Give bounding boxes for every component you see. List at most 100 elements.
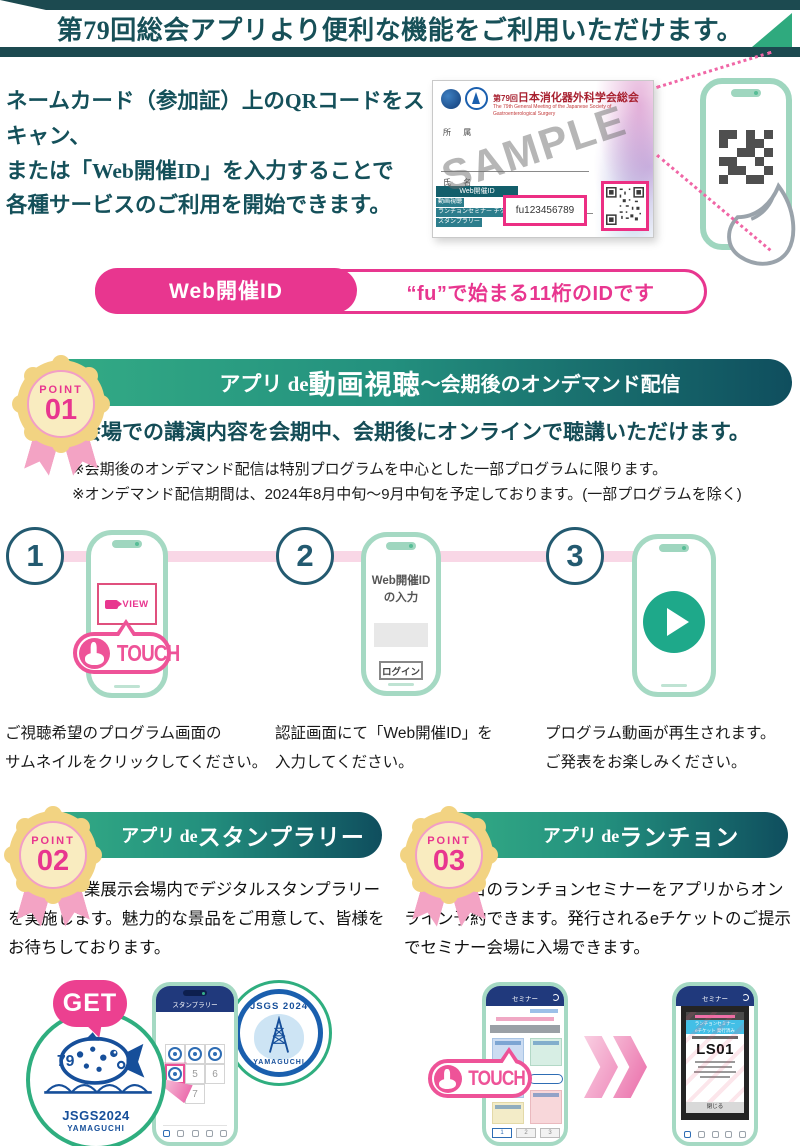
- badge-point-label: POINT: [39, 383, 83, 396]
- banner-text: アプリ de: [542, 826, 620, 846]
- stamp-cell-highlighted[interactable]: [165, 1064, 185, 1084]
- stamp-cell[interactable]: [205, 1044, 225, 1064]
- text-placeholder-bar: [699, 1076, 731, 1078]
- namecard-illustration: 第79回日本消化器外科学会総会 The 79th General Meeting…: [432, 80, 654, 238]
- search-icon[interactable]: [697, 1131, 705, 1138]
- webid-input-field[interactable]: [374, 623, 428, 647]
- banner-text: アプリ de: [219, 371, 309, 396]
- day-tabs: 1 2 3: [492, 1128, 560, 1138]
- touch-hand-icon: [79, 637, 110, 669]
- meeting-logo-icon: [465, 87, 488, 110]
- chevron-right-icon: [584, 1036, 618, 1098]
- step-number-2: 2: [276, 527, 334, 585]
- stamp-cell[interactable]: [185, 1044, 205, 1064]
- point2-body: 企業展示会場内でデジタルスタンプラリーを実施します。魅力的な景品をご用意して、皆…: [8, 881, 385, 957]
- schedule-icon[interactable]: [725, 1131, 733, 1138]
- badge-inner: POINT 01: [27, 370, 95, 438]
- touch-badge[interactable]: TOUCH: [73, 619, 180, 674]
- intro-line: または「Web開催ID」を入力することで: [6, 158, 394, 183]
- badge-point-label: POINT: [427, 834, 471, 847]
- badge-inner: POINT 03: [415, 821, 483, 889]
- close-button[interactable]: 閉じる: [686, 1102, 744, 1113]
- intro-line: ネームカード（参加証）上のQRコードをスキャン、: [6, 89, 425, 148]
- banner-text: アプリ de: [121, 826, 198, 846]
- card-title: 第79回日本消化器外科学会総会: [493, 89, 651, 105]
- webid-pill-label: Web開催ID: [95, 267, 357, 313]
- webid-pill-description: “fu”で始まる11桁のIDです: [406, 283, 655, 305]
- day-tab[interactable]: 2: [516, 1128, 536, 1138]
- jsgs-badge-bottom-text: YAMAGUCHI: [253, 1059, 305, 1066]
- header-band: 第79回総会アプリより便利な機能をご利用いただけます。: [0, 10, 800, 47]
- app-header: セミナー: [486, 986, 564, 1006]
- ticket-status: eチケット 発行済み: [695, 1027, 735, 1033]
- intro-text: ネームカード（参加証）上のQRコードをスキャン、 または「Web開催ID」を入力…: [6, 84, 432, 223]
- view-label: VIEW: [122, 598, 149, 610]
- app-header: セミナー: [676, 986, 754, 1006]
- home-icon[interactable]: [163, 1129, 170, 1137]
- jsgs-badge-top-text: JSGS 2024: [249, 1001, 309, 1012]
- program-icon[interactable]: [711, 1131, 719, 1138]
- mypage-icon[interactable]: [739, 1131, 746, 1138]
- stamp-icon: [168, 1067, 182, 1081]
- stamp-cell[interactable]: [165, 1044, 185, 1064]
- reserve-button-placeholder[interactable]: [529, 1074, 563, 1084]
- point1-badge: POINT 01: [14, 357, 108, 451]
- step3-phone: [632, 534, 716, 697]
- seminar-slot-yellow[interactable]: [492, 1102, 524, 1124]
- speech-bubble-tail: [498, 1047, 520, 1064]
- video-thumbnail-button[interactable]: VIEW: [97, 583, 157, 625]
- hand-icon: [727, 182, 796, 266]
- affiliation-label: 所 属: [443, 128, 477, 137]
- point1-banner: アプリ de 動画視聴 ～会期後のオンデマンド配信: [58, 359, 792, 406]
- caption-line: ご発表をお楽しみください。: [545, 753, 747, 771]
- touch-badge[interactable]: TOUCH: [428, 1047, 532, 1098]
- program-icon[interactable]: [191, 1129, 199, 1137]
- day-tab[interactable]: 1: [492, 1128, 512, 1138]
- text-placeholder-bar: [691, 1036, 739, 1039]
- badge-number: 01: [44, 393, 78, 426]
- step2-phone: Web開催ID の入力 ログイン: [361, 532, 441, 696]
- seminar-slot-pink[interactable]: [530, 1090, 562, 1124]
- home-icon[interactable]: [684, 1131, 691, 1138]
- stamp-cell[interactable]: 6: [205, 1064, 225, 1084]
- stamp-cell[interactable]: 5: [185, 1064, 205, 1084]
- date-bar-placeholder: [490, 1025, 560, 1033]
- step1-caption: ご視聴希望のプログラム画面の サムネイルをクリックしてください。: [5, 720, 271, 777]
- refresh-icon[interactable]: [742, 994, 749, 1001]
- caption-line: 認証画面にて「Web開催ID」を: [275, 725, 493, 742]
- login-button[interactable]: ログイン: [379, 661, 423, 680]
- stamp-logo-text: JSGS2024: [62, 1108, 130, 1123]
- stamp-rally-phone: スタンプラリー 5 6 7: [152, 982, 238, 1146]
- seminar-slot-green[interactable]: [530, 1038, 562, 1066]
- phone-homebar: [661, 684, 687, 687]
- point3-badge: POINT 03: [402, 808, 496, 902]
- refresh-icon[interactable]: [552, 994, 559, 1001]
- phone-homebar: [114, 685, 140, 688]
- point2-badge: POINT 02: [6, 808, 100, 902]
- jsgs-badge-inner: JSGS 2024 YAMAGUCHI: [235, 989, 323, 1077]
- tower-icon: [268, 1016, 290, 1053]
- play-button[interactable]: [643, 591, 705, 653]
- fugu-bridge-icon: 79: [44, 1032, 152, 1094]
- name-label: 氏 名: [443, 178, 477, 187]
- mypage-icon[interactable]: [220, 1129, 227, 1137]
- webid-pill: Web開催ID “fu”で始まる11桁のIDです: [95, 267, 707, 314]
- qr-code-icon: [719, 130, 773, 184]
- eticket-phone: セミナー ランチョンセミナー eチケット 発行済み LS01 閉じる: [672, 982, 758, 1146]
- ticket-status-bar: ランチョンセミナー eチケット 発行済み: [686, 1020, 744, 1034]
- speech-bubble-tail: [115, 619, 137, 636]
- app-tab-bar: [163, 1125, 227, 1138]
- webid-value-box: fu123456789: [503, 195, 587, 226]
- banner-text-strong: 動画視聴: [308, 370, 421, 400]
- text-placeholder-bar: [697, 1066, 733, 1068]
- step-number-1: 1: [6, 527, 64, 585]
- phone-notch: [183, 990, 207, 996]
- day-tab[interactable]: 3: [540, 1128, 560, 1138]
- auth-title-line: Web開催ID: [371, 575, 431, 587]
- schedule-icon[interactable]: [205, 1129, 213, 1137]
- auth-title-line: の入力: [383, 592, 419, 605]
- search-icon[interactable]: [177, 1129, 185, 1137]
- video-camera-icon: [105, 599, 123, 609]
- caption-line: プログラム動画が再生されます。: [545, 725, 776, 742]
- stamp-logo-text: YAMAGUCHI: [67, 1124, 125, 1133]
